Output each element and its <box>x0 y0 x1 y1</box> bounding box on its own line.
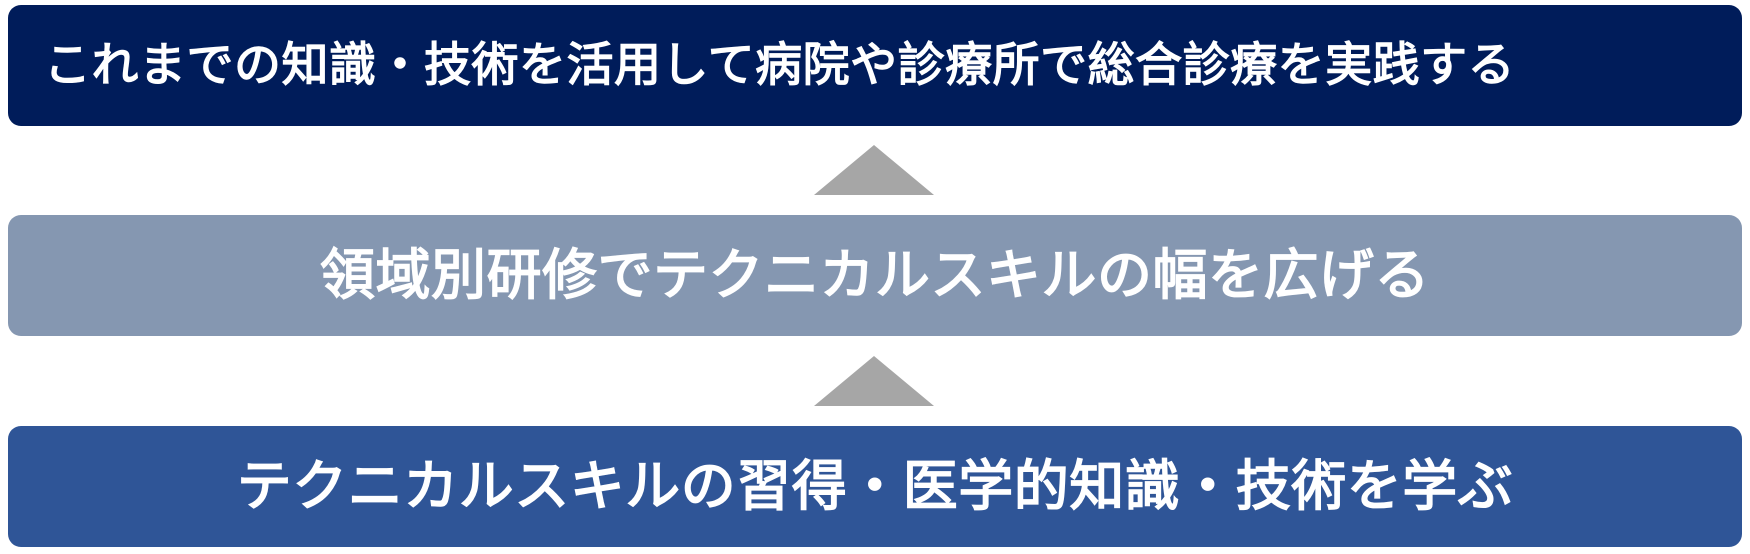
stage-middle-box: 領域別研修でテクニカルスキルの幅を広げる <box>8 215 1742 336</box>
stage-bottom-label: テクニカルスキルの習得・医学的知識・技術を学ぶ <box>236 454 1514 518</box>
stage-top-box: これまでの知識・技術を活用して病院や診療所で総合診療を実践する <box>8 5 1742 126</box>
stage-top-label: これまでの知識・技術を活用して病院や診療所で総合診療を実践する <box>44 38 1516 93</box>
up-arrow-lower-icon <box>814 356 934 406</box>
up-arrow-upper-icon <box>814 145 934 195</box>
stage-bottom-box: テクニカルスキルの習得・医学的知識・技術を学ぶ <box>8 426 1742 547</box>
stage-middle-label: 領域別研修でテクニカルスキルの幅を広げる <box>319 243 1430 307</box>
